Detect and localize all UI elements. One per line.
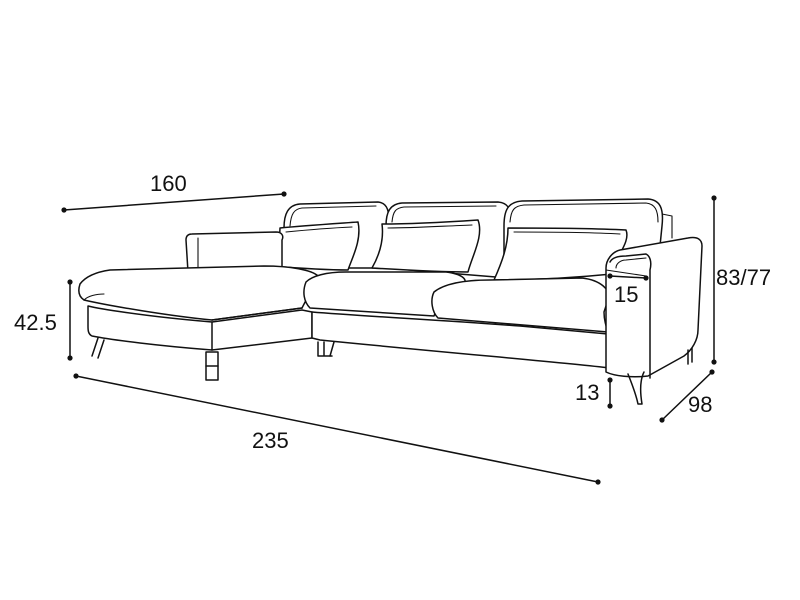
label-top-width: 160 — [150, 171, 187, 196]
seat-cushions — [303, 271, 610, 333]
label-seat-height: 42.5 — [14, 310, 57, 335]
dimension-labels: 160 42.5 235 15 83/77 13 98 — [14, 171, 771, 453]
sofa-drawing — [78, 198, 703, 405]
label-back-height: 83/77 — [716, 265, 771, 290]
label-leg-height: 13 — [575, 380, 599, 405]
label-total-width: 235 — [252, 428, 289, 453]
label-depth: 98 — [688, 392, 712, 417]
sofa-legs — [91, 337, 693, 405]
throw-pillows — [269, 219, 628, 281]
label-arm-width: 15 — [614, 282, 638, 307]
right-arm — [605, 236, 703, 379]
chaise-back-arm — [185, 231, 284, 273]
dimension-lines — [61, 191, 717, 485]
